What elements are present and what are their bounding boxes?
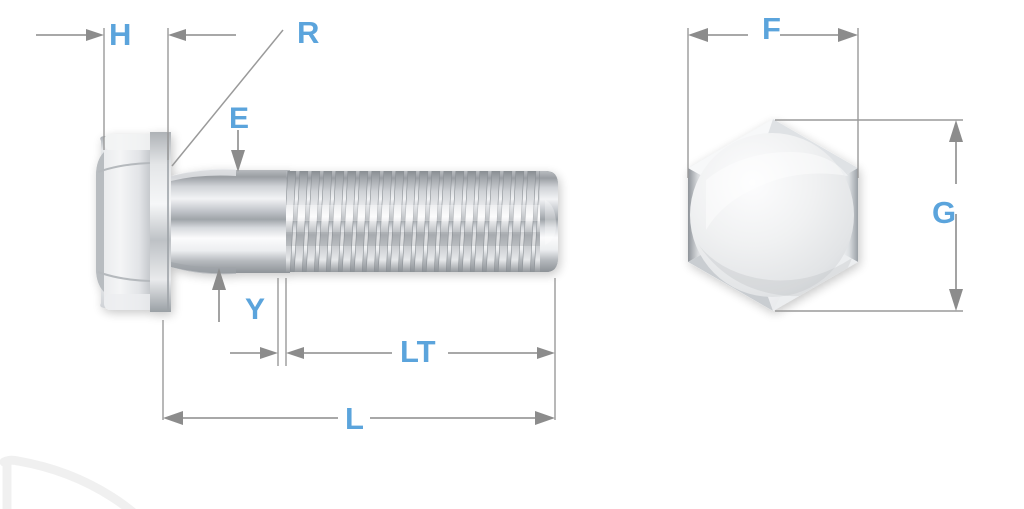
head-left-edge (96, 152, 104, 292)
dim-F-arrow-right (838, 28, 858, 42)
dim-G (775, 119, 963, 312)
dimension-label-G: G (932, 195, 957, 230)
dimension-label-F: F (762, 11, 781, 46)
head-collar (150, 132, 171, 312)
bolt-side-view (96, 132, 558, 312)
dim-Y (212, 268, 226, 322)
dim-L-arrow-left (163, 411, 183, 425)
dimension-label-Y: Y (245, 293, 266, 326)
dim-H-arrow-left (86, 29, 104, 41)
dim-R (171, 29, 284, 167)
dim-E (231, 130, 245, 172)
head-facet-seam-top (97, 162, 151, 173)
head-corner-hilite-bottom (104, 294, 150, 310)
head-facet-seam-bottom (97, 271, 151, 282)
shank (171, 169, 290, 274)
thread-center-hilite (286, 205, 558, 221)
shank-fillet-top (171, 168, 236, 181)
dim-F (687, 28, 859, 178)
dim-L (162, 320, 555, 425)
bolt-end-view (688, 119, 858, 311)
dim-G-arrow-bottom (949, 289, 963, 311)
dimension-label-L: L (345, 401, 364, 436)
dim-G-arrow-top (949, 120, 963, 142)
hex-disc-shade (698, 244, 852, 297)
dim-LT-arrow-right (537, 347, 555, 359)
dim-LT-arrow-out-left (260, 347, 278, 359)
dimension-label-LT: LT (400, 334, 436, 369)
dim-L-arrow-right (535, 411, 555, 425)
thread-ridges (286, 171, 558, 272)
dimension-label-E: E (229, 102, 250, 135)
dim-E-arrow (231, 150, 245, 172)
corner-watermark (0, 455, 136, 509)
dim-H (36, 28, 236, 160)
dim-LT (230, 278, 556, 420)
thread-core-shade (286, 232, 558, 246)
dim-Y-arrow (212, 268, 226, 290)
dim-R-leader (171, 29, 284, 167)
head-body (96, 134, 150, 310)
head-corner-hilite-top (104, 134, 150, 150)
dim-H-arrow-right (168, 29, 186, 41)
dim-F-arrow-left (688, 28, 708, 42)
hex-disc-hilite (706, 152, 848, 230)
dimension-lines (36, 28, 963, 425)
bolt-tip-hilite (545, 200, 556, 245)
dim-LT-arrow-left (286, 347, 304, 359)
dimension-label-R: R (297, 15, 320, 50)
dimension-label-H: H (109, 17, 132, 52)
